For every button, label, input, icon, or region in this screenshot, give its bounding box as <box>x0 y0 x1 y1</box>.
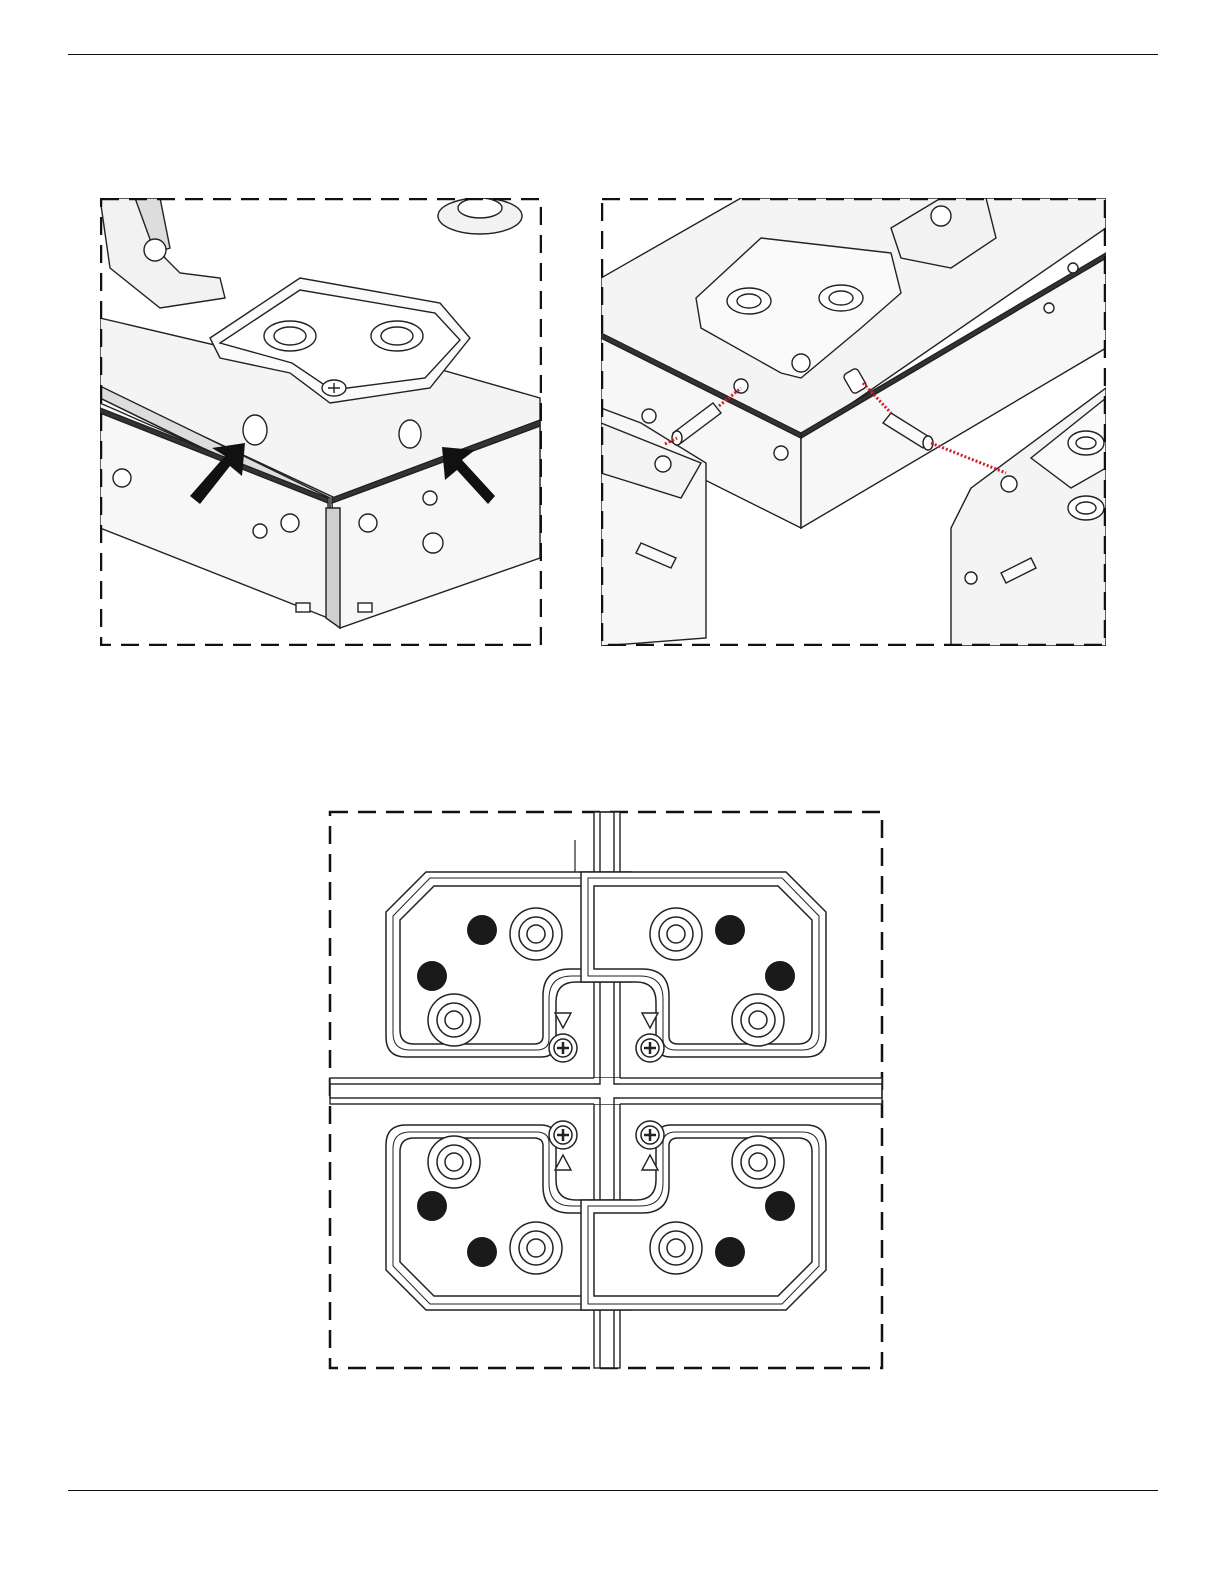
footer-rule <box>68 1490 1158 1491</box>
figure-corner-closeup <box>100 198 542 646</box>
figure-alignment-pins <box>601 198 1106 646</box>
header-rule <box>68 54 1158 55</box>
four-corner-layout-drawing <box>328 810 884 1372</box>
corner-closeup-drawing <box>100 198 542 646</box>
alignment-pins-drawing <box>601 198 1106 646</box>
figure-four-corner-layout <box>328 810 884 1372</box>
